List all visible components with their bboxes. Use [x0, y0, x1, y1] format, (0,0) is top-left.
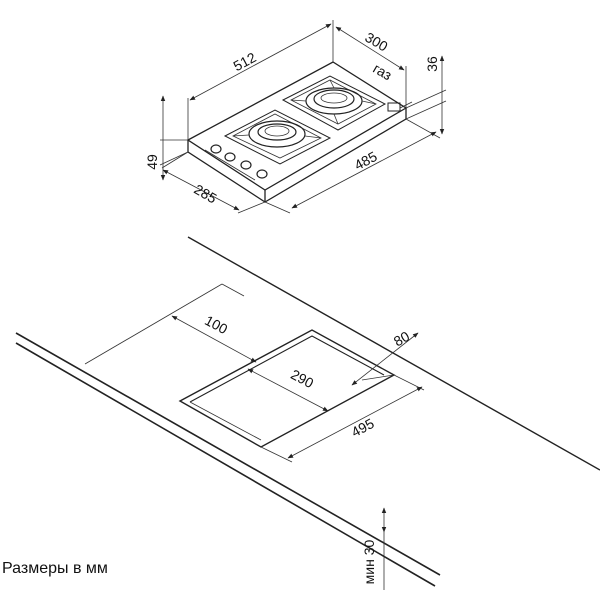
dim-cutout-offset-back: 80: [391, 328, 413, 350]
gas-label: газ: [370, 60, 394, 83]
dim-hob-depth: 300: [362, 29, 390, 55]
dim-hob-front-depth: 285: [191, 181, 219, 207]
worktop-drawing: 100 80 290 495 мин 30: [15, 236, 600, 590]
dim-hob-front-width: 485: [352, 148, 380, 173]
knob-1: [210, 144, 222, 154]
dim-hob-width: 512: [231, 49, 259, 74]
dim-min-thickness: мин 30: [361, 539, 377, 584]
dim-cutout-width: 495: [349, 415, 377, 440]
dim-hob-height-left: 49: [144, 154, 160, 170]
knob-4: [256, 169, 268, 179]
dim-cutout-depth: 290: [288, 366, 316, 391]
control-knobs: [210, 144, 268, 179]
knob-2: [224, 152, 236, 162]
units-caption: Размеры в мм: [2, 560, 108, 577]
knob-3: [240, 160, 252, 170]
dim-cutout-offset-left: 100: [202, 312, 230, 337]
hob-drawing: 512 300 газ 36 49 285 485: [144, 20, 447, 214]
dim-hob-height-right: 36: [424, 56, 440, 72]
burner-front: [223, 109, 332, 165]
